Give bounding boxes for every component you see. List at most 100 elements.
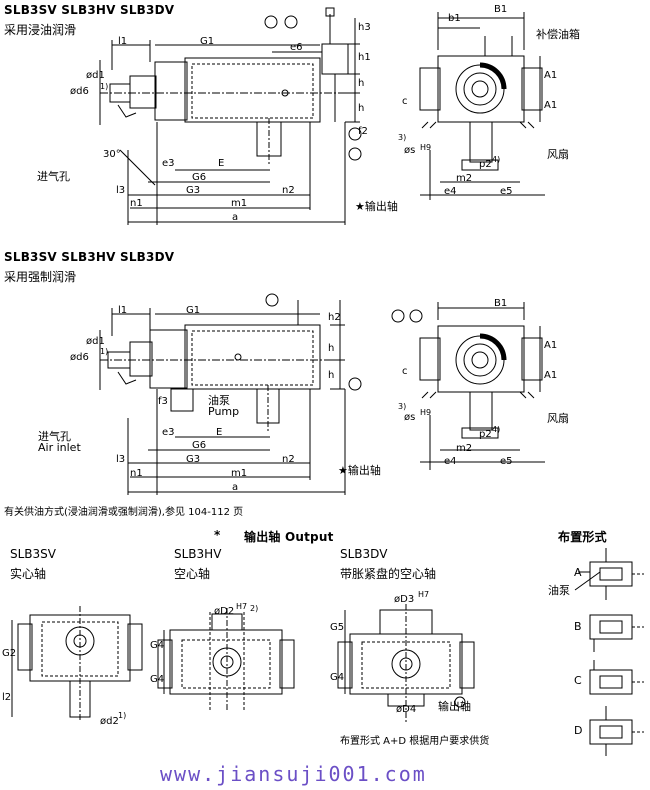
dim-d6: ød6 bbox=[70, 86, 89, 97]
sv-view bbox=[12, 606, 142, 722]
dim-B1: B1 bbox=[494, 4, 508, 15]
air-inlet-label-1: 进气孔 bbox=[37, 170, 70, 183]
s1-side-view bbox=[100, 8, 360, 225]
sv-model: SLB3SV bbox=[10, 547, 56, 561]
dim2-G6: G6 bbox=[192, 440, 207, 451]
pump-en-label: Pump bbox=[208, 405, 240, 418]
dim2-d6: ød6 bbox=[70, 352, 89, 363]
dim-m2: m2 bbox=[456, 173, 473, 184]
section1-title: SLB3SV SLB3HV SLB3DV bbox=[4, 3, 175, 17]
s2-end-view bbox=[420, 302, 545, 470]
note-1: 1) bbox=[100, 82, 109, 91]
dim2-h-b: h bbox=[328, 370, 335, 381]
pump-cn-label: 油泵 bbox=[208, 394, 230, 407]
dv-shaft-label: 输出轴 bbox=[438, 700, 471, 713]
dim2-p2: p2 bbox=[479, 429, 492, 440]
dim-h: h bbox=[358, 78, 365, 89]
dv-D4: øD4 bbox=[396, 704, 417, 715]
dim2-m1: m1 bbox=[231, 468, 248, 479]
dim2-e3: e3 bbox=[162, 427, 175, 438]
dv-G5: G5 bbox=[330, 622, 345, 633]
dv-G4: G4 bbox=[330, 672, 345, 683]
air-inlet-cn-label: 进气孔 bbox=[38, 430, 71, 443]
watermark: www.jiansuji001.com bbox=[160, 762, 427, 786]
dim-angle: 30° bbox=[103, 149, 121, 160]
oil-tank-label: 补偿油箱 bbox=[536, 28, 580, 41]
output-star: * bbox=[214, 528, 221, 542]
dim2-B1: B1 bbox=[494, 298, 508, 309]
dim2-n2: n2 bbox=[282, 454, 295, 465]
dv-tol: H7 bbox=[418, 590, 430, 599]
dim-h1: h1 bbox=[358, 52, 371, 63]
section1-subtitle: 采用浸油润滑 bbox=[4, 23, 77, 37]
dim-c: c bbox=[402, 96, 408, 107]
dim2-d1: ød1 bbox=[86, 336, 105, 347]
sv-desc: 实心轴 bbox=[10, 567, 47, 581]
dim2-e5: e5 bbox=[500, 456, 513, 467]
dim-h3: h3 bbox=[358, 22, 371, 33]
hv-model: SLB3HV bbox=[174, 547, 222, 561]
dv-model: SLB3DV bbox=[340, 547, 388, 561]
output-shaft-label-2: ★输出轴 bbox=[338, 464, 381, 477]
air-inlet-en-label: Air inlet bbox=[38, 441, 81, 454]
dim-G1: G1 bbox=[200, 36, 215, 47]
dim-e4: e4 bbox=[444, 186, 457, 197]
layout-D: D bbox=[574, 724, 583, 737]
dim-e5: e5 bbox=[500, 186, 513, 197]
dim-h-b: h bbox=[358, 103, 365, 114]
dim-a: a bbox=[232, 212, 239, 223]
sv-l2: l2 bbox=[2, 692, 12, 703]
section2-subtitle: 采用强制润滑 bbox=[4, 270, 77, 284]
dim2-f3: f3 bbox=[158, 396, 168, 407]
dim-f2: f2 bbox=[358, 126, 368, 137]
hv-note: 2) bbox=[250, 604, 259, 613]
hv-G4a: G4 bbox=[150, 640, 165, 651]
dim-s: øs bbox=[404, 145, 416, 156]
layout-forms bbox=[575, 548, 644, 756]
hv-G4b: G4 bbox=[150, 674, 165, 685]
dim-G3: G3 bbox=[186, 185, 201, 196]
hv-view bbox=[158, 608, 294, 712]
dim-d1: ød1 bbox=[86, 70, 105, 81]
dim-p2: p2 bbox=[479, 159, 492, 170]
s2-side-view bbox=[100, 300, 345, 495]
dim-E: E bbox=[218, 158, 225, 169]
dim-n2: n2 bbox=[282, 185, 295, 196]
layout-A: A bbox=[574, 566, 582, 579]
sv-d2: ød2 bbox=[100, 716, 119, 727]
dim2-n1: n1 bbox=[130, 468, 143, 479]
dim2-E: E bbox=[216, 427, 223, 438]
layout-title: 布置形式 bbox=[558, 530, 607, 544]
dim2-c: c bbox=[402, 366, 408, 377]
layout-B: B bbox=[574, 620, 582, 633]
note2-3: 3) bbox=[398, 402, 407, 411]
dim2-a: a bbox=[232, 482, 239, 493]
note-3: 3) bbox=[398, 133, 407, 142]
dim2-h: h bbox=[328, 343, 335, 354]
dim-e3: e3 bbox=[162, 158, 175, 169]
dim-b1: b1 bbox=[448, 13, 461, 24]
dim-A1: A1 bbox=[544, 70, 558, 81]
dim-H9: H9 bbox=[420, 143, 432, 152]
dim-G6: G6 bbox=[192, 172, 207, 183]
supply-note: 有关供油方式(浸油润滑或强制润滑),参见 104-112 页 bbox=[4, 507, 244, 518]
dv-D3: øD3 bbox=[394, 594, 415, 605]
dv-note: 布置形式 A+D 根据用户要求供货 bbox=[340, 736, 490, 747]
fan-label-1: 风扇 bbox=[547, 148, 569, 161]
dim-A1b: A1 bbox=[544, 100, 558, 111]
dim2-l1: l1 bbox=[118, 305, 128, 316]
dv-view bbox=[338, 604, 474, 722]
dim2-m2: m2 bbox=[456, 443, 473, 454]
s1-end-view bbox=[420, 12, 545, 200]
dim2-A1b: A1 bbox=[544, 370, 558, 381]
sv-G2: G2 bbox=[2, 648, 17, 659]
layout-pump-label: 油泵 bbox=[548, 584, 570, 597]
layout-C: C bbox=[574, 674, 582, 687]
note-4: 4) bbox=[492, 155, 501, 164]
dim2-e4: e4 bbox=[444, 456, 457, 467]
dim2-H9: H9 bbox=[420, 408, 432, 417]
output-header: 输出轴 Output bbox=[244, 530, 334, 544]
note2-4: 4) bbox=[492, 425, 501, 434]
